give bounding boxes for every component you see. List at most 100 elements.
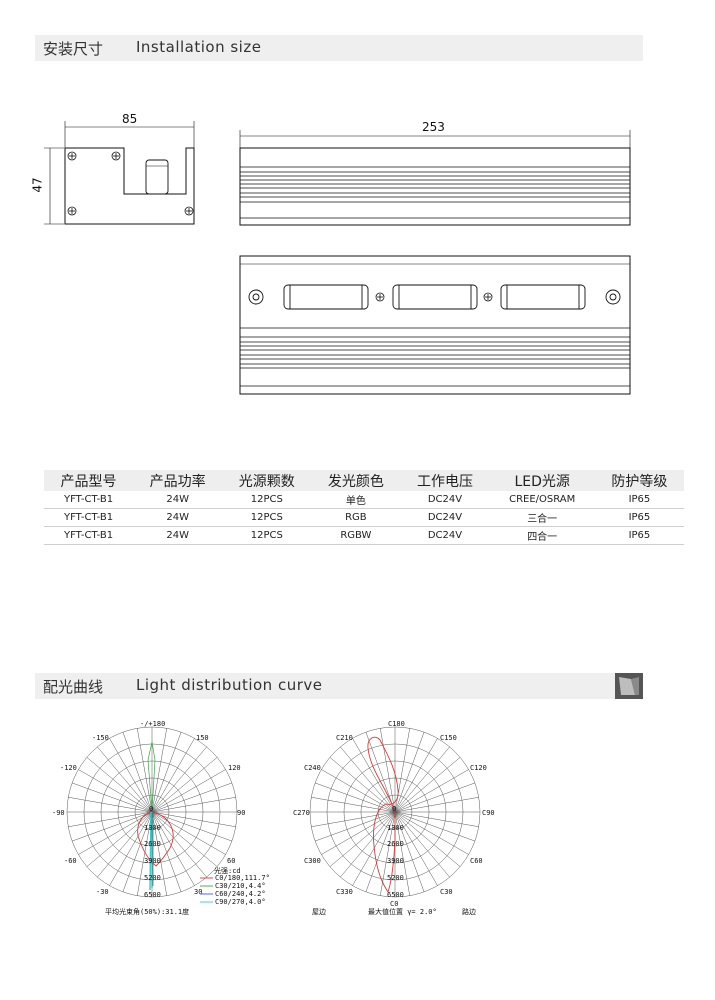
grid-spoke <box>394 811 475 842</box>
grid-spoke <box>151 811 195 886</box>
grid-spoke <box>136 811 153 896</box>
ring-label: 6500 <box>387 891 404 899</box>
angle-label: C270 <box>293 809 310 817</box>
grid-spoke <box>365 811 396 892</box>
grid-spoke <box>72 811 153 842</box>
angle-label: C330 <box>336 888 353 896</box>
section-title-zh: 配光曲线 <box>43 678 104 696</box>
cell-power: 24W <box>133 508 223 527</box>
legend-item: C0/180,111.7° <box>215 874 270 882</box>
ring-label: 2600 <box>144 840 161 848</box>
curve-c0-left <box>137 811 174 867</box>
grid-spoke <box>394 732 425 813</box>
grid-spoke <box>151 746 207 813</box>
ring-label: 3900 <box>387 857 404 865</box>
corner-logo-icon <box>615 673 643 699</box>
grid-spoke <box>151 811 182 892</box>
header-color: 发光颜色 <box>311 470 401 491</box>
angle-label: -/+180 <box>140 720 165 728</box>
grid-spoke <box>394 811 450 878</box>
cell-color: RGBW <box>311 526 401 545</box>
grid-spoke <box>151 738 195 813</box>
angle-label: -30 <box>96 888 109 896</box>
ring-label: 2600 <box>387 840 404 848</box>
angle-label: -60 <box>64 857 77 865</box>
grid-spoke <box>394 811 425 892</box>
cell-voltage: DC24V <box>400 508 490 527</box>
angle-label: C60 <box>470 857 483 865</box>
angle-label: C240 <box>304 764 321 772</box>
grid-spoke <box>394 757 461 813</box>
angle-label: C0 <box>390 900 398 908</box>
grid-spoke <box>340 811 396 878</box>
grid-spoke <box>321 811 396 855</box>
header-led-source: LED光源 <box>489 470 595 491</box>
curve-c0-right <box>367 736 399 894</box>
cell-color: RGB <box>311 508 401 527</box>
grid-spoke <box>86 811 153 867</box>
section-title-en: Light distribution curve <box>136 676 323 694</box>
table-header-row: 产品型号 产品功率 光源颗数 发光颜色 工作电压 LED光源 防护等级 <box>44 470 684 491</box>
grid-spoke <box>68 796 153 813</box>
cell-led-count: 12PCS <box>222 491 312 509</box>
grid-spoke <box>151 757 218 813</box>
header-voltage: 工作电压 <box>400 470 490 491</box>
dimension-length: 253 <box>422 120 445 134</box>
grid-spoke <box>78 811 153 855</box>
grid-spoke <box>394 796 479 813</box>
legend-item: C90/270,4.0° <box>215 898 266 906</box>
grid-spoke <box>109 738 153 813</box>
grid-spoke <box>394 811 411 896</box>
cell-ip-rating: IP65 <box>594 526 684 545</box>
grid-spoke <box>136 728 153 813</box>
grid-spoke <box>151 811 232 842</box>
section-title-en: Installation size <box>136 38 262 56</box>
angle-label: -90 <box>52 809 65 817</box>
grid-spoke <box>394 769 469 813</box>
cell-color: 单色 <box>311 491 401 509</box>
section-header-install: 安装尺寸 Installation size <box>35 35 643 61</box>
angle-label: 30 <box>194 888 202 896</box>
grid-spoke <box>311 811 396 828</box>
angle-label: C150 <box>440 734 457 742</box>
cell-led-count: 12PCS <box>222 526 312 545</box>
grid-spoke <box>122 732 153 813</box>
angle-label: C30 <box>440 888 453 896</box>
legend-item: C30/210,4.4° <box>215 882 266 890</box>
legend-item: C60/240,4.2° <box>215 890 266 898</box>
grid-spoke <box>151 769 226 813</box>
ring-label: 5200 <box>387 874 404 882</box>
ring-label: 1300 <box>387 824 404 832</box>
cell-model: YFT-CT-B1 <box>44 508 134 527</box>
grid-spoke <box>122 811 153 892</box>
bottom-view-drawing <box>239 255 631 395</box>
grid-spoke <box>151 811 236 828</box>
cell-model: YFT-CT-B1 <box>44 491 134 509</box>
curve-c90-left <box>149 811 152 891</box>
grid-spoke <box>151 811 226 855</box>
cell-voltage: DC24V <box>400 526 490 545</box>
angle-label: 90 <box>237 809 245 817</box>
grid-spoke <box>68 811 153 828</box>
cell-power: 24W <box>133 491 223 509</box>
angle-label: C120 <box>470 764 487 772</box>
header-power: 产品功率 <box>133 470 223 491</box>
grid-spoke <box>151 811 218 867</box>
grid-spoke <box>329 811 396 867</box>
cell-voltage: DC24V <box>400 491 490 509</box>
grid-spoke <box>78 769 153 813</box>
grid-spoke <box>394 811 479 828</box>
cell-ip-rating: IP65 <box>594 491 684 509</box>
grid-spoke <box>72 782 153 813</box>
cell-led-source: CREE/OSRAM <box>489 491 595 509</box>
section-header-light: 配光曲线 Light distribution curve <box>35 673 643 699</box>
grid-spoke <box>394 746 450 813</box>
spec-table: 产品型号 产品功率 光源颗数 发光颜色 工作电压 LED光源 防护等级 YFT-… <box>44 470 684 545</box>
grid-spoke <box>311 796 396 813</box>
beam-spike-left <box>147 741 156 813</box>
grid-spoke <box>352 811 396 886</box>
cell-ip-rating: IP65 <box>594 508 684 527</box>
angle-label: -120 <box>60 764 77 772</box>
